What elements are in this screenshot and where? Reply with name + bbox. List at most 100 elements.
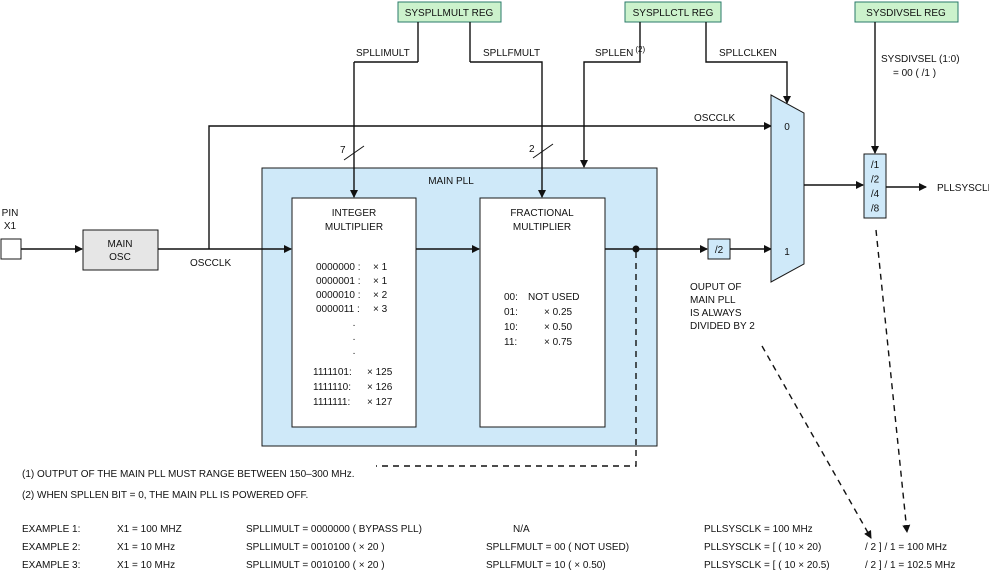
fractional-multiplier-box <box>479 197 606 428</box>
integer-table-ellipsis: · · · <box>352 320 355 359</box>
integer-code: 1111101: <box>313 367 352 378</box>
example-spllimult: SPLLIMULT = 0010100 ( × 20 ) <box>246 542 385 553</box>
output-divided-note: OUPUT OF MAIN PLL IS ALWAYS DIVIDED BY 2 <box>690 282 755 332</box>
output-note-line: OUPUT OF <box>690 282 741 293</box>
integer-code: 0000010 : <box>316 290 361 301</box>
ellipsis-dot: · <box>352 348 355 359</box>
fractional-code: 11: <box>504 337 517 348</box>
pllsysclk-output-label: PLLSYSCLK <box>937 183 989 194</box>
example-spllimult: SPLLIMULT = 0000000 ( BYPASS PLL) <box>246 524 422 535</box>
example-x1: X1 = 10 MHz <box>117 560 175 571</box>
integer-code: 0000000 : <box>316 262 361 273</box>
footnote-1: (1) OUTPUT OF THE MAIN PLL MUST RANGE BE… <box>22 469 354 480</box>
spllen-note-ref: (2) <box>635 45 645 54</box>
sysdivsel-label-1: SYSDIVSEL (1:0) <box>881 54 960 65</box>
fractional-code: 00: <box>504 292 518 303</box>
integer-multiplier-value: × 2 <box>373 290 388 301</box>
integer-code: 1111110: <box>313 382 351 393</box>
sysspllmult-reg-label: SYSPLLMULT REG <box>405 8 494 19</box>
example-spllfmult: SPLLFMULT = 00 ( NOT USED) <box>486 542 629 553</box>
syspllctl-reg-label: SYSPLLCTL REG <box>633 8 714 19</box>
divider-option: /2 <box>871 175 880 186</box>
main-osc-label-2: OSC <box>109 252 131 263</box>
pin-x1-pad <box>0 238 22 260</box>
syspllctl-reg-box: SYSPLLCTL REG <box>624 1 722 23</box>
frac-bus-slash <box>532 143 554 159</box>
integer-multiplier-value: × 127 <box>367 397 393 408</box>
pin-x1-label: X1 <box>4 221 17 232</box>
output-note-leader-line <box>761 345 872 539</box>
integer-code: 1111111: <box>313 397 350 408</box>
integer-multiplier-title-1: INTEGER <box>332 208 376 219</box>
frac-bus-width-label: 2 <box>529 144 535 155</box>
example-label: EXAMPLE 3: <box>22 560 80 571</box>
output-note-line: MAIN PLL <box>690 295 736 306</box>
example-spllimult: SPLLIMULT = 0010100 ( × 20 ) <box>246 560 385 571</box>
example-pllsysclk: PLLSYSCLK = [ ( 10 × 20) <box>704 542 821 553</box>
mux-input-0-label: 0 <box>784 122 790 133</box>
footnote-2: (2) WHEN SPLLEN BIT = 0, THE MAIN PLL IS… <box>22 490 308 501</box>
sysdivsel-reg-label: SYSDIVSEL REG <box>866 8 946 19</box>
example-label: EXAMPLE 2: <box>22 542 80 553</box>
fractional-code: 01: <box>504 307 518 318</box>
integer-code: 0000001 : <box>316 276 361 287</box>
fractional-multiplier-title-1: FRACTIONAL <box>510 208 574 219</box>
spllen-text: SPLLEN <box>595 48 633 59</box>
integer-multiplier-box <box>291 197 417 428</box>
fractional-code: 10: <box>504 322 518 333</box>
output-note-line: IS ALWAYS <box>690 308 742 319</box>
spllimult-label: SPLLIMULT <box>356 48 410 59</box>
fractional-table: 00: NOT USED 01: × 0.25 10: × 0.50 11: × 0.75 <box>504 292 580 348</box>
spllclken-label: SPLLCLKEN <box>719 48 777 59</box>
example-pllsysclk: PLLSYSCLK = 100 MHz <box>704 524 813 535</box>
example-pllsysclk: PLLSYSCLK = [ ( 10 × 20.5) <box>704 560 830 571</box>
main-osc-box <box>82 229 159 271</box>
example-label: EXAMPLE 1: <box>22 524 80 535</box>
sysdivsel-label-2: = 00 ( /1 ) <box>893 68 936 79</box>
sysclk-divider-box <box>863 153 887 219</box>
sysspllmult-reg-box: SYSPLLMULT REG <box>397 1 502 23</box>
clock-source-mux <box>770 94 805 283</box>
main-pll-label: MAIN PLL <box>428 176 474 187</box>
example-spllfmult: N/A <box>513 524 530 535</box>
fractional-value: NOT USED <box>528 292 580 303</box>
integer-multiplier-value: × 125 <box>367 367 393 378</box>
oscclk-top-label: OSCCLK <box>694 113 735 124</box>
fractional-value: × 0.75 <box>544 337 573 348</box>
examples-table: EXAMPLE 1: X1 = 100 MHZ SPLLIMULT = 000000… <box>22 524 955 571</box>
integer-multiplier-title-2: MULTIPLIER <box>325 222 383 233</box>
divider-option: /4 <box>871 189 880 200</box>
spllen-label: SPLLEN(2) <box>595 45 645 59</box>
int-bus-slash <box>343 145 365 161</box>
pll-output-junction-dot <box>632 245 640 253</box>
mux-input-1-label: 1 <box>784 247 790 258</box>
sysdivsel-reg-box: SYSDIVSEL REG <box>854 1 959 23</box>
example-x1: X1 = 10 MHz <box>117 542 175 553</box>
pin-label: PIN <box>2 208 19 219</box>
oscclk-bottom-label: OSCCLK <box>190 258 231 269</box>
int-bus-width-label: 7 <box>340 145 346 156</box>
div2-label: /2 <box>715 245 724 256</box>
integer-multiplier-value: × 1 <box>373 262 388 273</box>
divider-option: /8 <box>871 204 880 215</box>
integer-multiplier-value: × 1 <box>373 276 388 287</box>
example-spllfmult: SPLLFMULT = 10 ( × 0.50) <box>486 560 606 571</box>
divider-options: /1/2/4/8 <box>871 160 880 215</box>
spllfmult-label: SPLLFMULT <box>483 48 540 59</box>
integer-multiplier-value: × 126 <box>367 382 393 393</box>
ellipsis-dot: · <box>352 320 355 331</box>
example-result-tail: / 2 ] / 1 = 100 MHz <box>865 542 947 553</box>
fractional-value: × 0.25 <box>544 307 573 318</box>
main-osc-label-1: MAIN <box>108 239 133 250</box>
integer-code: 0000011 : <box>316 304 360 315</box>
example-x1: X1 = 100 MHZ <box>117 524 182 535</box>
ellipsis-dot: · <box>352 334 355 345</box>
integer-table-top: 0000000 : × 1 0000001 : × 1 0000010 : × 2 0000… <box>316 262 388 315</box>
output-note-line: DIVIDED BY 2 <box>690 321 755 332</box>
spllclken-wire <box>705 22 791 104</box>
fractional-value: × 0.50 <box>544 322 573 333</box>
divider-option: /1 <box>871 160 880 171</box>
note1-leader-line <box>376 252 637 467</box>
